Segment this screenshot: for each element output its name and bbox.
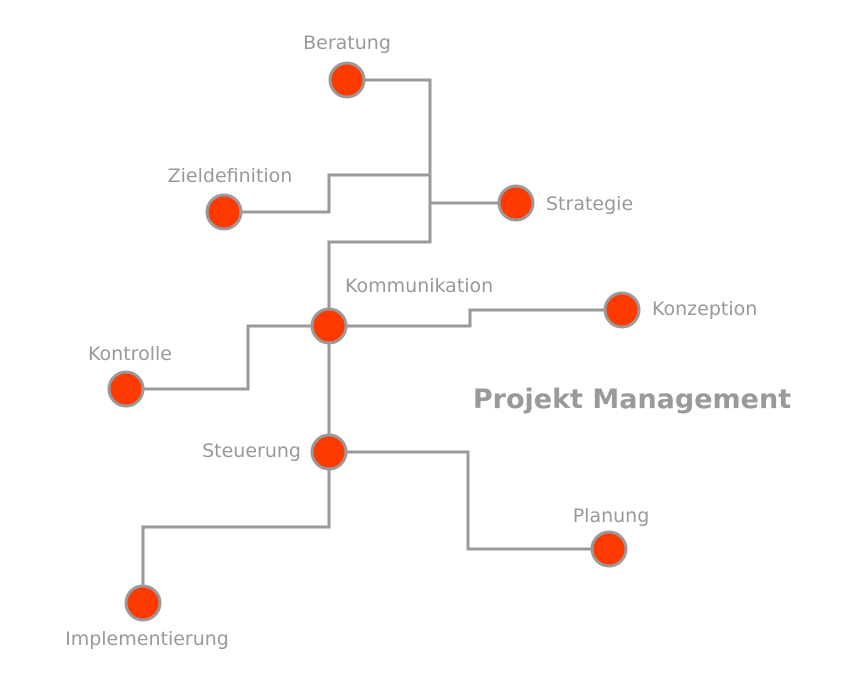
node-kontrolle xyxy=(107,370,145,408)
node-konzeption xyxy=(603,291,641,329)
label-beratung: Beratung xyxy=(303,32,391,54)
label-planung: Planung xyxy=(573,505,650,527)
label-implementierung: Implementierung xyxy=(65,628,229,650)
node-kommunikation xyxy=(310,307,348,345)
node-beratung xyxy=(328,61,366,99)
edge-konzeption xyxy=(329,308,622,328)
nodes xyxy=(107,61,641,622)
label-kontrolle: Kontrolle xyxy=(88,343,172,365)
node-zieldefinition xyxy=(205,193,243,231)
edge-beratung xyxy=(327,78,432,326)
node-implementierung xyxy=(124,584,162,622)
label-konzeption: Konzeption xyxy=(652,298,757,320)
diagram-title: Projekt Management xyxy=(473,384,791,415)
edge-planung xyxy=(329,450,609,551)
labels: Beratung Zieldefinition Strategie Kommun… xyxy=(65,32,791,650)
edge-zieldefinition xyxy=(224,173,430,214)
connectors xyxy=(126,78,622,603)
label-steuerung: Steuerung xyxy=(202,440,301,462)
node-planung xyxy=(590,530,628,568)
edge-kontrolle xyxy=(126,324,329,391)
label-kommunikation: Kommunikation xyxy=(345,275,493,297)
label-zieldefinition: Zieldefinition xyxy=(168,165,293,187)
edge-implementierung xyxy=(141,452,331,603)
node-strategie xyxy=(497,184,535,222)
node-steuerung xyxy=(310,433,348,471)
label-strategie: Strategie xyxy=(546,193,633,215)
